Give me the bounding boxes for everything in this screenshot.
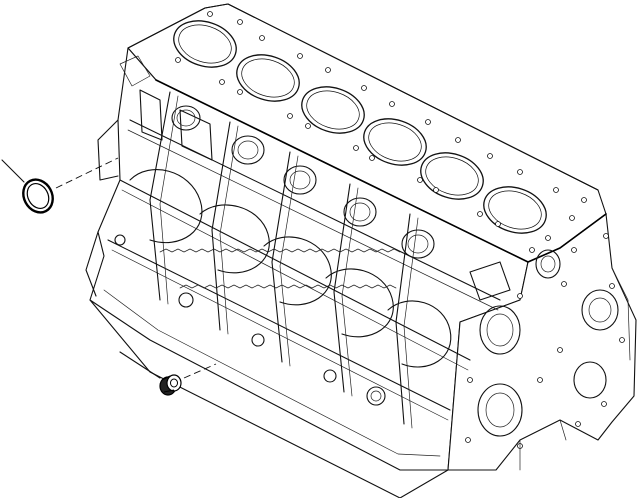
cylinder-bore-2 [236, 54, 300, 102]
front-face-details [465, 233, 631, 471]
plug-part [159, 374, 182, 396]
deck-bolt-holes [175, 11, 587, 241]
seal-ring-install-path [55, 157, 119, 189]
side-face-details [85, 55, 501, 429]
block-skirt-inner [103, 289, 441, 457]
block-skirt-rail [89, 299, 449, 471]
cylinder-bore-3 [301, 86, 365, 134]
plug-install-path [183, 363, 217, 379]
plug-callout [119, 351, 217, 396]
seal-ring-callout [1, 157, 119, 214]
cylinder-bore-1 [173, 20, 237, 68]
block-front-face [447, 213, 637, 471]
seal-ring-part [22, 178, 54, 214]
plug-leader-line [119, 351, 161, 379]
deck-rear-edge [127, 3, 599, 191]
cylinder-bore-4 [363, 118, 427, 166]
seal-ring-leader-line [1, 159, 25, 183]
cylinder-block [89, 3, 637, 498]
deck-front-edge [155, 79, 607, 263]
